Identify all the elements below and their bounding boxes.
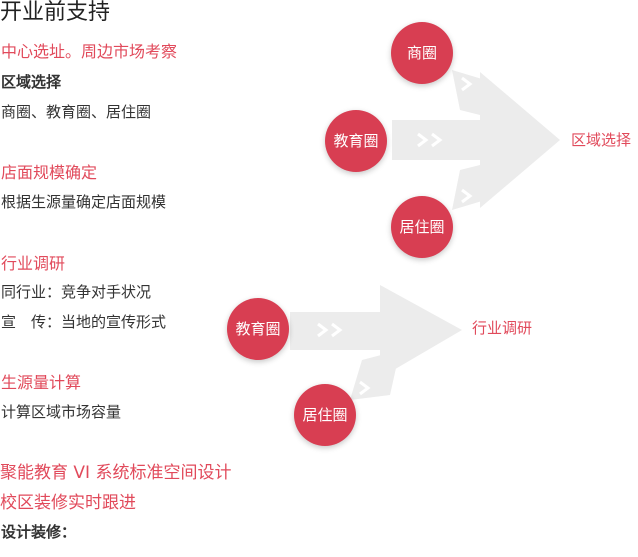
site-subheading: 区域选择 [1, 73, 62, 91]
bottom-arrow-branch [350, 350, 400, 400]
scale-heading: 店面规模确定 [1, 163, 98, 182]
renovation-heading: 校区装修实时跟进 [0, 493, 136, 513]
top-arrow-branch-upper [452, 70, 500, 120]
bottom-arrow-chevron-2 [331, 322, 343, 338]
vi-heading: 聚能教育 VI 系统标准空间设计 [0, 463, 232, 483]
bottom-arrow-chevron-1 [317, 322, 329, 338]
page-title: 开业前支持 [0, 0, 111, 25]
scale-detail: 根据生源量确定店面规模 [1, 193, 167, 211]
top-arrow-chevron-1 [417, 132, 429, 148]
top-arrow-chevron-2 [431, 132, 443, 148]
site-detail: 商圈、教育圈、居住圈 [1, 103, 152, 121]
volume-detail: 计算区域市场容量 [1, 403, 122, 421]
top-arrow-branch-lower [452, 160, 500, 210]
top-arrow-body [392, 72, 560, 208]
research-competitors: 同行业：竞争对手状况 [1, 283, 152, 301]
target-region-selection: 区域选择 [571, 131, 632, 149]
target-industry-research: 行业调研 [472, 319, 533, 337]
site-heading: 中心选址。周边市场考察 [1, 42, 178, 61]
top-arrow-chevron-4 [461, 188, 473, 204]
node-education-circle-2: 教育圈 [227, 298, 289, 360]
bottom-arrow-chevron-3 [359, 380, 371, 396]
node-education-circle: 教育圈 [325, 110, 387, 172]
node-residential-circle: 居住圈 [391, 196, 453, 258]
research-promotion: 宣 传：当地的宣传形式 [1, 313, 167, 331]
volume-heading: 生源量计算 [1, 373, 82, 392]
top-arrow-chevron-3 [461, 76, 473, 92]
node-residential-circle-2: 居住圈 [294, 384, 356, 446]
bottom-arrow-body [290, 285, 462, 378]
node-business-circle: 商圈 [391, 22, 453, 84]
renovation-subheading: 设计装修： [1, 523, 77, 541]
research-heading: 行业调研 [1, 254, 66, 273]
